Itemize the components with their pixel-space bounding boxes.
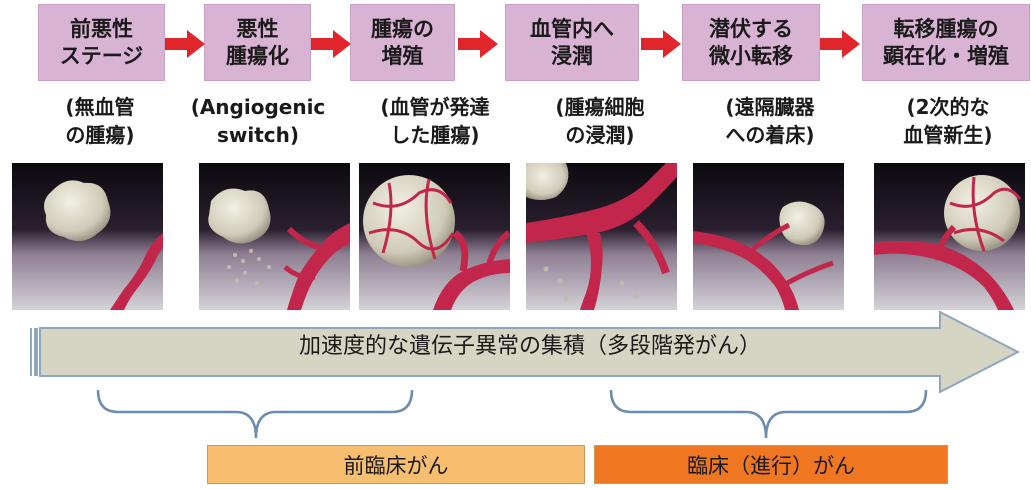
progression-arrow — [30, 310, 1021, 394]
connector-arrow-3 — [458, 30, 498, 58]
stage-5-desc-line1: (遠隔臓器 — [725, 95, 815, 119]
stage-1-description: (無血管 の腫瘍) — [20, 93, 180, 149]
stage-box-2: 悪性 腫瘍化 — [204, 4, 311, 81]
stage-2-line2: 腫瘍化 — [226, 43, 289, 68]
stage-2-desc-line1: (Angiogenic — [190, 95, 326, 119]
connector-arrow-5 — [820, 30, 860, 58]
stage-box-6: 転移腫瘍の 顕在化・増殖 — [862, 4, 1030, 81]
stage-4-line1: 血管内へ — [530, 16, 614, 41]
stage-3-description: (血管が発達 した腫瘍) — [355, 93, 515, 149]
phase-brackets — [96, 389, 928, 439]
stage-1-desc-line2: の腫瘍) — [65, 123, 135, 147]
stage-3-desc-line2: した腫瘍) — [390, 123, 480, 147]
stage-4-desc-line2: の浸潤) — [565, 123, 635, 147]
illustration-angiogenic-switch — [199, 163, 350, 310]
stage-box-1: 前悪性 ステージ — [38, 4, 165, 81]
stage-5-desc-line2: への着床) — [725, 123, 815, 147]
illustration-micrometastasis — [693, 163, 844, 310]
stage-box-3: 腫瘍の 増殖 — [350, 4, 455, 81]
illustration-intravasation — [526, 163, 677, 310]
stage-box-4: 血管内へ 浸潤 — [505, 4, 639, 81]
phase-preclinical: 前臨床がん — [207, 445, 585, 484]
stage-1-desc-line1: (無血管 — [65, 95, 135, 119]
stage-5-description: (遠隔臓器 への着床) — [690, 93, 850, 149]
connector-arrow-4 — [641, 30, 681, 58]
connector-arrow-2 — [311, 30, 351, 58]
phase-clinical: 臨床（進行）がん — [594, 445, 948, 484]
stage-3-line2: 増殖 — [381, 43, 424, 68]
illustration-avascular-tumor — [12, 163, 163, 310]
stage-2-line1: 悪性 — [236, 16, 279, 41]
stage-6-description: (2次的な 血管新生) — [868, 93, 1028, 149]
stage-5-line1: 潜伏する — [709, 16, 793, 41]
connector-arrow-1 — [165, 30, 205, 58]
stage-2-desc-line2: switch) — [216, 123, 300, 147]
stage-4-line2: 浸潤 — [551, 43, 593, 68]
stage-6-line1: 転移腫瘍の — [893, 16, 999, 41]
stage-6-desc-line1: (2次的な — [906, 95, 990, 119]
stage-2-description: (Angiogenic switch) — [178, 93, 338, 149]
progression-arrow-label: 加速度的な遺伝子異常の集積（多段階発がん） — [298, 334, 761, 359]
stage-1-line2: ステージ — [59, 43, 144, 68]
stage-4-desc-line1: (腫瘍細胞 — [555, 95, 645, 119]
stage-4-description: (腫瘍細胞 の浸潤) — [520, 93, 680, 149]
stage-6-desc-line2: 血管新生) — [903, 123, 993, 147]
stage-box-5: 潜伏する 微小転移 — [682, 4, 820, 81]
stage-1-line1: 前悪性 — [70, 16, 133, 41]
illustration-vascularized-tumor — [359, 163, 510, 310]
illustration-metastatic-growth — [874, 163, 1025, 310]
stage-3-line1: 腫瘍の — [371, 16, 434, 41]
stage-5-line2: 微小転移 — [709, 43, 793, 68]
stage-3-desc-line1: (血管が発達 — [380, 95, 490, 119]
stage-6-line2: 顕在化・増殖 — [883, 43, 1009, 68]
